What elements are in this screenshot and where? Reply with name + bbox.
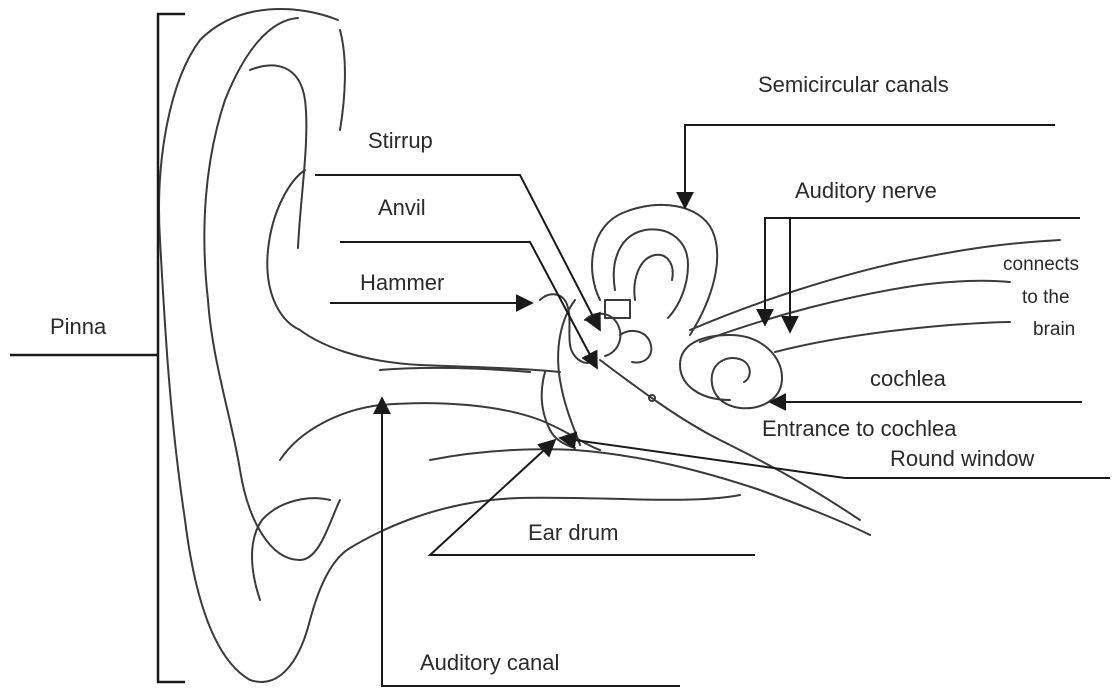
nerve-bundle-2 — [700, 281, 1010, 342]
stirrup-leader — [315, 175, 600, 330]
label-auditory-nerve: Auditory nerve — [795, 180, 937, 202]
cochlea-spiral — [680, 335, 782, 408]
pinna-bracket — [158, 14, 185, 682]
label-entrance-to-cochlea: Entrance to cochlea — [762, 418, 956, 440]
label-pinna: Pinna — [50, 316, 106, 338]
pinna-outline — [159, 9, 740, 682]
label-cochlea: cochlea — [870, 368, 946, 390]
eardrum-membrane — [542, 372, 575, 448]
label-connects-2: to the — [1022, 288, 1070, 307]
canal-loop-inner — [634, 255, 672, 300]
oval-window — [620, 331, 651, 363]
anvil-bone — [585, 314, 620, 356]
label-connects-3: brain — [1033, 320, 1075, 339]
canal-loop-middle — [614, 229, 688, 318]
pinna-inner-fold — [204, 18, 340, 560]
nerve-bundle-3 — [775, 322, 1010, 352]
label-ear-drum: Ear drum — [528, 522, 618, 544]
helix-rim — [250, 65, 306, 248]
label-connects-1: connects — [1003, 255, 1079, 274]
label-stirrup: Stirrup — [368, 130, 433, 152]
helix-top-squiggle — [340, 30, 345, 130]
label-anvil: Anvil — [378, 197, 426, 219]
label-hammer: Hammer — [360, 272, 444, 294]
earlobe-curve — [252, 498, 330, 600]
label-auditory-canal: Auditory canal — [420, 652, 559, 674]
label-semicircular-canals: Semicircular canals — [758, 74, 949, 96]
canal-lower-wall — [430, 449, 870, 535]
label-round-window: Round window — [890, 448, 1034, 470]
